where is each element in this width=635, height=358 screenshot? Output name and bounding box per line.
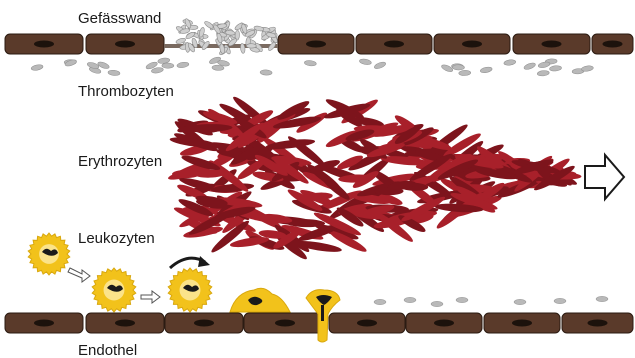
platelet-aggregate [175, 18, 278, 56]
thrombocyte [596, 296, 608, 301]
thrombocyte [359, 58, 372, 65]
right-arrow-icon [585, 155, 624, 199]
thrombocyte [523, 62, 536, 71]
thrombocyte [374, 299, 386, 304]
thrombocyte [549, 65, 561, 71]
erythrocyte-cluster [167, 94, 582, 262]
thrombocyte [260, 70, 272, 76]
thrombocyte [404, 297, 416, 302]
cell-nucleus [462, 41, 482, 48]
thrombocyte [373, 61, 386, 70]
endothelium-label: Endothel [78, 342, 137, 358]
leukocyte-nucleus-strand [321, 305, 324, 321]
thrombocyte [514, 299, 526, 304]
thrombocyte [212, 65, 224, 71]
thrombocyte [304, 60, 317, 67]
leukocyte-adhering [168, 268, 212, 312]
thrombocyte [108, 70, 120, 76]
thrombocyte [581, 65, 594, 72]
thrombocyte [97, 61, 110, 70]
cell-nucleus [542, 41, 562, 48]
cell-nucleus [306, 41, 326, 48]
cell-nucleus [194, 320, 214, 327]
thrombocyte [31, 64, 44, 71]
cell-nucleus [115, 320, 135, 327]
cell-nucleus [115, 41, 135, 48]
thrombocyte [431, 301, 443, 306]
cell-nucleus [34, 320, 54, 327]
cell-nucleus [434, 320, 454, 327]
thrombocyte [177, 61, 190, 68]
thrombocyte [554, 298, 566, 303]
cell-nucleus [275, 320, 295, 327]
thrombocyte [537, 70, 549, 76]
thrombocyte [246, 44, 256, 49]
thrombocyte [456, 297, 468, 302]
leukocytes-label: Leukozyten [78, 230, 155, 247]
erythrocytes-label: Erythrozyten [78, 153, 162, 170]
leukocyte-rolling [92, 268, 136, 312]
thrombocyte [204, 20, 215, 29]
upper-vessel-wall [5, 34, 633, 54]
thrombocyte-group-upper [31, 56, 594, 77]
thrombocyte [504, 59, 517, 66]
erythrocyte [172, 170, 200, 178]
thrombocyte [538, 61, 551, 69]
thrombocytes-label: Thrombozyten [78, 83, 174, 100]
thrombocyte [452, 65, 464, 70]
thrombocyte [459, 70, 471, 76]
cell-nucleus [588, 320, 608, 327]
cell-nucleus [603, 41, 623, 48]
thrombocyte [162, 63, 174, 68]
leukocyte-free [28, 233, 70, 275]
cell-nucleus [512, 320, 532, 327]
thrombocyte [87, 61, 100, 69]
vessel-wall-label: Gefässwand [78, 10, 161, 27]
cell-nucleus [384, 41, 404, 48]
cell-nucleus [34, 41, 54, 48]
thrombocyte [480, 66, 493, 73]
leukocyte-spreading [230, 288, 290, 312]
cell-nucleus [357, 320, 377, 327]
curved-arrow-icon [170, 256, 210, 268]
thrombocyte-group-lower [374, 296, 608, 306]
